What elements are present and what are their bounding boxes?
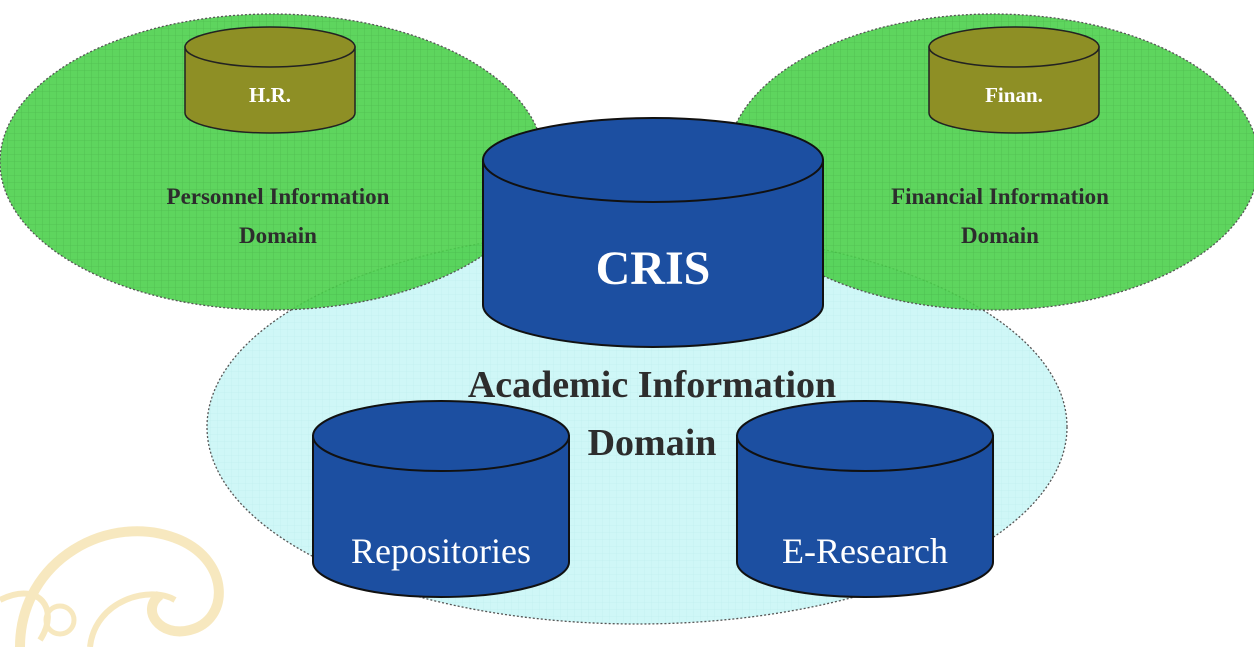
- repositories-database-cylinder: Repositories: [312, 400, 570, 598]
- cris-database-cylinder: CRIS: [482, 117, 824, 348]
- academic-domain-label-line2: Domain: [588, 422, 717, 464]
- cris-database-label: CRIS: [596, 242, 711, 295]
- financial-domain-ellipse: [726, 13, 1254, 311]
- financial-domain-label-line1: Financial Information: [891, 184, 1109, 209]
- database-icon: [184, 46, 356, 134]
- database-icon: [482, 159, 824, 348]
- database-icon: [736, 435, 994, 598]
- repositories-database-label: Repositories: [351, 531, 531, 571]
- eresearch-database-label: E-Research: [782, 531, 948, 571]
- academic-domain-label-line1: Academic Information: [468, 364, 836, 406]
- hr-database-cylinder: H.R.: [184, 26, 356, 134]
- finance-database-cylinder: Finan.: [928, 26, 1100, 134]
- eresearch-database-cylinder: E-Research: [736, 400, 994, 598]
- hr-database-label: H.R.: [249, 83, 291, 107]
- personnel-domain-label-line2: Domain: [239, 223, 317, 248]
- ornament-swirl-icon: [0, 526, 224, 647]
- financial-domain-label-line2: Domain: [961, 223, 1039, 248]
- finance-database-label: Finan.: [985, 83, 1043, 107]
- database-icon: [928, 46, 1100, 134]
- database-icon: [312, 435, 570, 598]
- personnel-domain-label-line1: Personnel Information: [167, 184, 390, 209]
